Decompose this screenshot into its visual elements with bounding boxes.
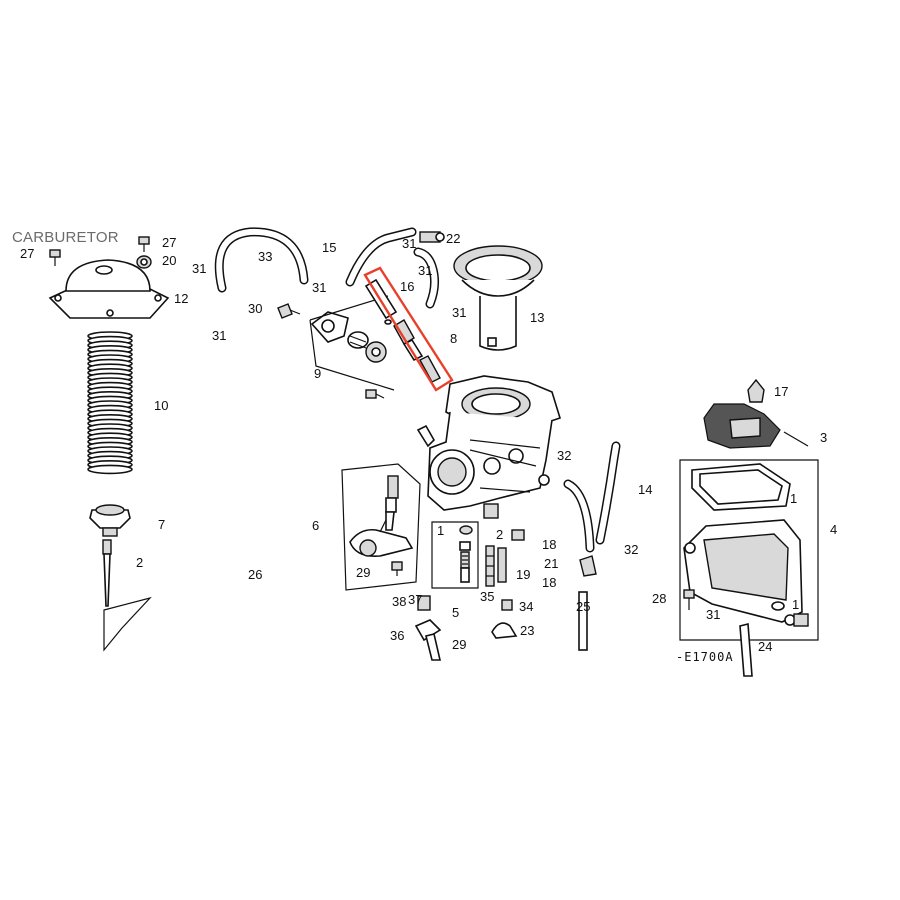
- callout-16: 16: [400, 279, 414, 294]
- callout-33: 33: [258, 249, 272, 264]
- callout-23: 23: [520, 623, 534, 638]
- part-float-bowl-4[interactable]: [683, 519, 803, 626]
- part-rod-36[interactable]: [425, 633, 442, 661]
- slide-outline: [103, 596, 152, 652]
- part-spring-10[interactable]: [87, 331, 133, 475]
- callout-31: 31: [402, 236, 416, 251]
- part-tube-24[interactable]: [739, 622, 753, 677]
- callout-15: 15: [322, 240, 336, 255]
- part-screw-9b[interactable]: [365, 389, 385, 399]
- part-needle-holder-7[interactable]: [89, 504, 131, 537]
- part-hose-15[interactable]: [345, 227, 417, 287]
- callout-32: 32: [624, 542, 638, 557]
- part-screw-30[interactable]: [277, 303, 301, 319]
- part-carburetor-body[interactable]: [416, 375, 561, 519]
- callout-13: 13: [530, 310, 544, 325]
- part-jets-5[interactable]: [459, 525, 473, 583]
- callout-26: 26: [248, 567, 262, 582]
- callout-37: 37: [408, 592, 422, 607]
- callout-21: 21: [544, 556, 558, 571]
- part-top-cover[interactable]: [48, 259, 170, 319]
- highlight-box: [363, 266, 454, 392]
- part-clip-23[interactable]: [491, 622, 518, 639]
- part-gasket-1a[interactable]: [691, 463, 791, 511]
- callout-1: 1: [792, 597, 799, 612]
- callout-9: 9: [314, 366, 321, 381]
- callout-28: 28: [652, 591, 666, 606]
- part-air-funnel-13[interactable]: [453, 245, 543, 351]
- part-screw-29a[interactable]: [391, 561, 403, 576]
- callout-31: 31: [706, 607, 720, 622]
- diagram-code: -E1700A: [676, 650, 734, 664]
- part-hose-25[interactable]: [563, 479, 595, 553]
- callout-27: 27: [20, 246, 34, 261]
- part-plug-2b[interactable]: [511, 529, 525, 541]
- callout-31: 31: [192, 261, 206, 276]
- callout-31: 31: [212, 328, 226, 343]
- callout-29: 29: [356, 565, 370, 580]
- callout-4: 4: [830, 522, 837, 537]
- callout-25: 25: [576, 599, 590, 614]
- callout-30: 30: [248, 301, 262, 316]
- callout-5: 5: [452, 605, 459, 620]
- part-oring-1b[interactable]: [771, 601, 785, 611]
- callout-35: 35: [480, 589, 494, 604]
- callout-17: 17: [774, 384, 788, 399]
- part-float-valve-17[interactable]: [747, 378, 765, 403]
- callout-7: 7: [158, 517, 165, 532]
- spring-coil: [87, 464, 133, 475]
- part-fitting-21[interactable]: [579, 555, 597, 577]
- part-pump-cover-9[interactable]: [310, 311, 387, 363]
- callout-2: 2: [136, 555, 143, 570]
- part-hose-33[interactable]: [214, 227, 309, 293]
- part-screw-27b[interactable]: [138, 236, 150, 252]
- part-float-3[interactable]: [703, 403, 809, 449]
- part-jet-19[interactable]: [497, 547, 507, 583]
- part-tube-26[interactable]: [578, 591, 588, 651]
- callout-18: 18: [542, 575, 556, 590]
- part-hose-14[interactable]: [595, 441, 621, 545]
- callout-29: 29: [452, 637, 466, 652]
- callout-10: 10: [154, 398, 168, 413]
- callout-3: 3: [820, 430, 827, 445]
- callout-1: 1: [437, 523, 444, 538]
- part-drain-screw[interactable]: [793, 613, 809, 627]
- part-bolt-34[interactable]: [501, 599, 513, 611]
- callout-12: 12: [174, 291, 188, 306]
- callout-19: 19: [516, 567, 530, 582]
- callout-labels: 1112234567891012131415161718181920212223…: [20, 231, 837, 654]
- callout-6: 6: [312, 518, 319, 533]
- group-5-box: [431, 521, 479, 589]
- diagram-title: CARBURETOR: [12, 229, 119, 246]
- part-cap-38[interactable]: [417, 595, 431, 611]
- part-screw-27a[interactable]: [49, 249, 61, 266]
- callout-1: 1: [790, 491, 797, 506]
- callout-36: 36: [390, 628, 404, 643]
- callout-32: 32: [557, 448, 571, 463]
- part-lever-37[interactable]: [414, 619, 442, 642]
- callout-31: 31: [418, 263, 432, 278]
- callout-38: 38: [392, 594, 406, 609]
- callout-2: 2: [496, 527, 503, 542]
- callout-34: 34: [519, 599, 533, 614]
- callout-31: 31: [452, 305, 466, 320]
- group-4-box: [679, 459, 819, 641]
- part-needle-jet-35[interactable]: [485, 545, 495, 587]
- callout-8: 8: [450, 331, 457, 346]
- group-6-box: [341, 463, 421, 591]
- part-washer-20[interactable]: [136, 255, 152, 269]
- part-throttle-linkage-6[interactable]: [349, 475, 414, 558]
- part-screw-28[interactable]: [683, 589, 695, 610]
- callout-20: 20: [162, 253, 176, 268]
- callout-31: 31: [312, 280, 326, 295]
- callout-18: 18: [542, 537, 556, 552]
- callout-24: 24: [758, 639, 772, 654]
- part-hose-16[interactable]: [413, 247, 440, 309]
- part-fitting-22[interactable]: [419, 231, 445, 243]
- callout-27: 27: [162, 235, 176, 250]
- callout-14: 14: [638, 482, 652, 497]
- callout-22: 22: [446, 231, 460, 246]
- part-jet-needle-2[interactable]: [102, 539, 112, 607]
